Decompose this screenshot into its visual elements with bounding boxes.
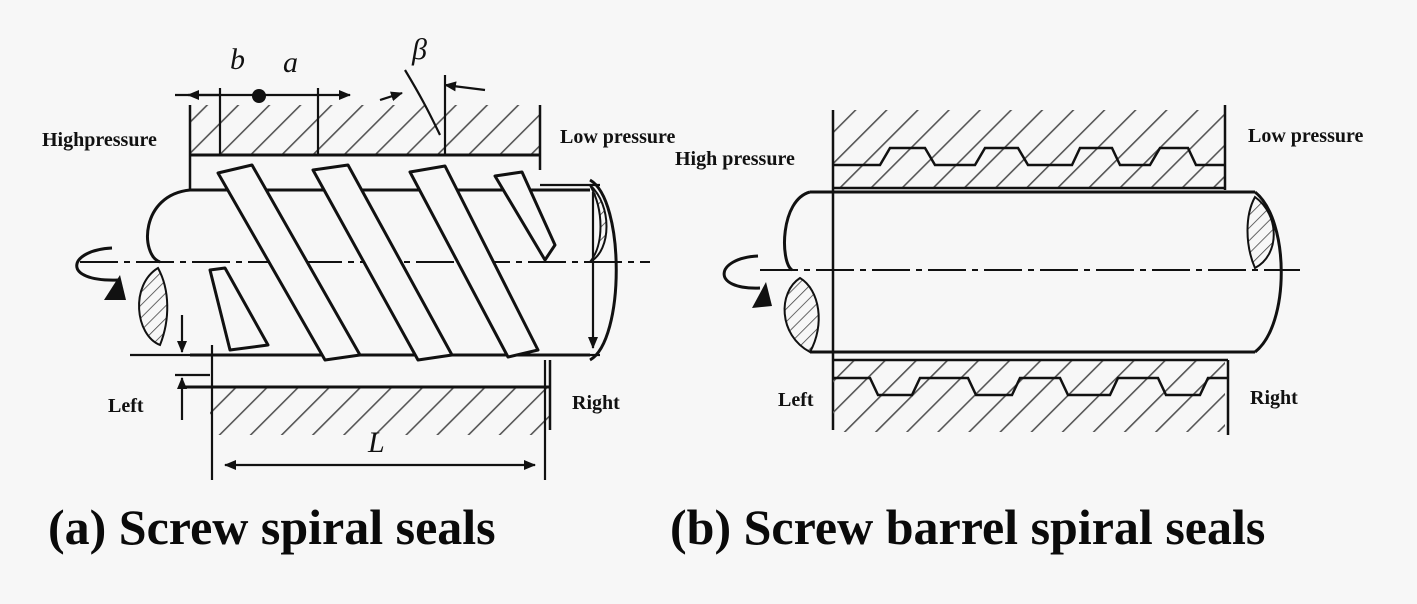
label-high-pressure-a: Highpressure xyxy=(42,129,157,151)
dimension-right xyxy=(540,183,600,357)
lower-housing xyxy=(210,387,550,435)
screw-threads xyxy=(208,163,557,362)
dimension-L xyxy=(210,345,547,480)
dim-a-label: a xyxy=(283,46,298,79)
label-low-pressure-a: Low pressure xyxy=(560,126,676,148)
caption-a: (a) Screw spiral seals xyxy=(48,499,496,555)
panel-a-drawing xyxy=(75,69,650,480)
label-right-a: Right xyxy=(572,392,620,414)
dim-beta-label: β xyxy=(412,33,427,66)
rotation-arrow-b xyxy=(722,254,761,290)
label-left-b: Left xyxy=(778,389,814,411)
label-high-pressure-b: High pressure xyxy=(675,148,795,170)
label-left-a: Left xyxy=(108,395,144,417)
barrel-shaft xyxy=(783,190,1283,354)
label-right-b: Right xyxy=(1250,387,1298,409)
panel-b-drawing xyxy=(722,105,1300,435)
dimension-dot xyxy=(252,89,266,103)
dim-b-label: b xyxy=(230,43,245,76)
rotation-arrow-a xyxy=(75,246,119,282)
upper-housing xyxy=(190,105,540,155)
dimension-left xyxy=(130,315,210,420)
caption-b: (b) Screw barrel spiral seals xyxy=(670,499,1266,555)
label-low-pressure-b: Low pressure xyxy=(1248,125,1364,147)
dim-L-label: L xyxy=(368,426,385,459)
